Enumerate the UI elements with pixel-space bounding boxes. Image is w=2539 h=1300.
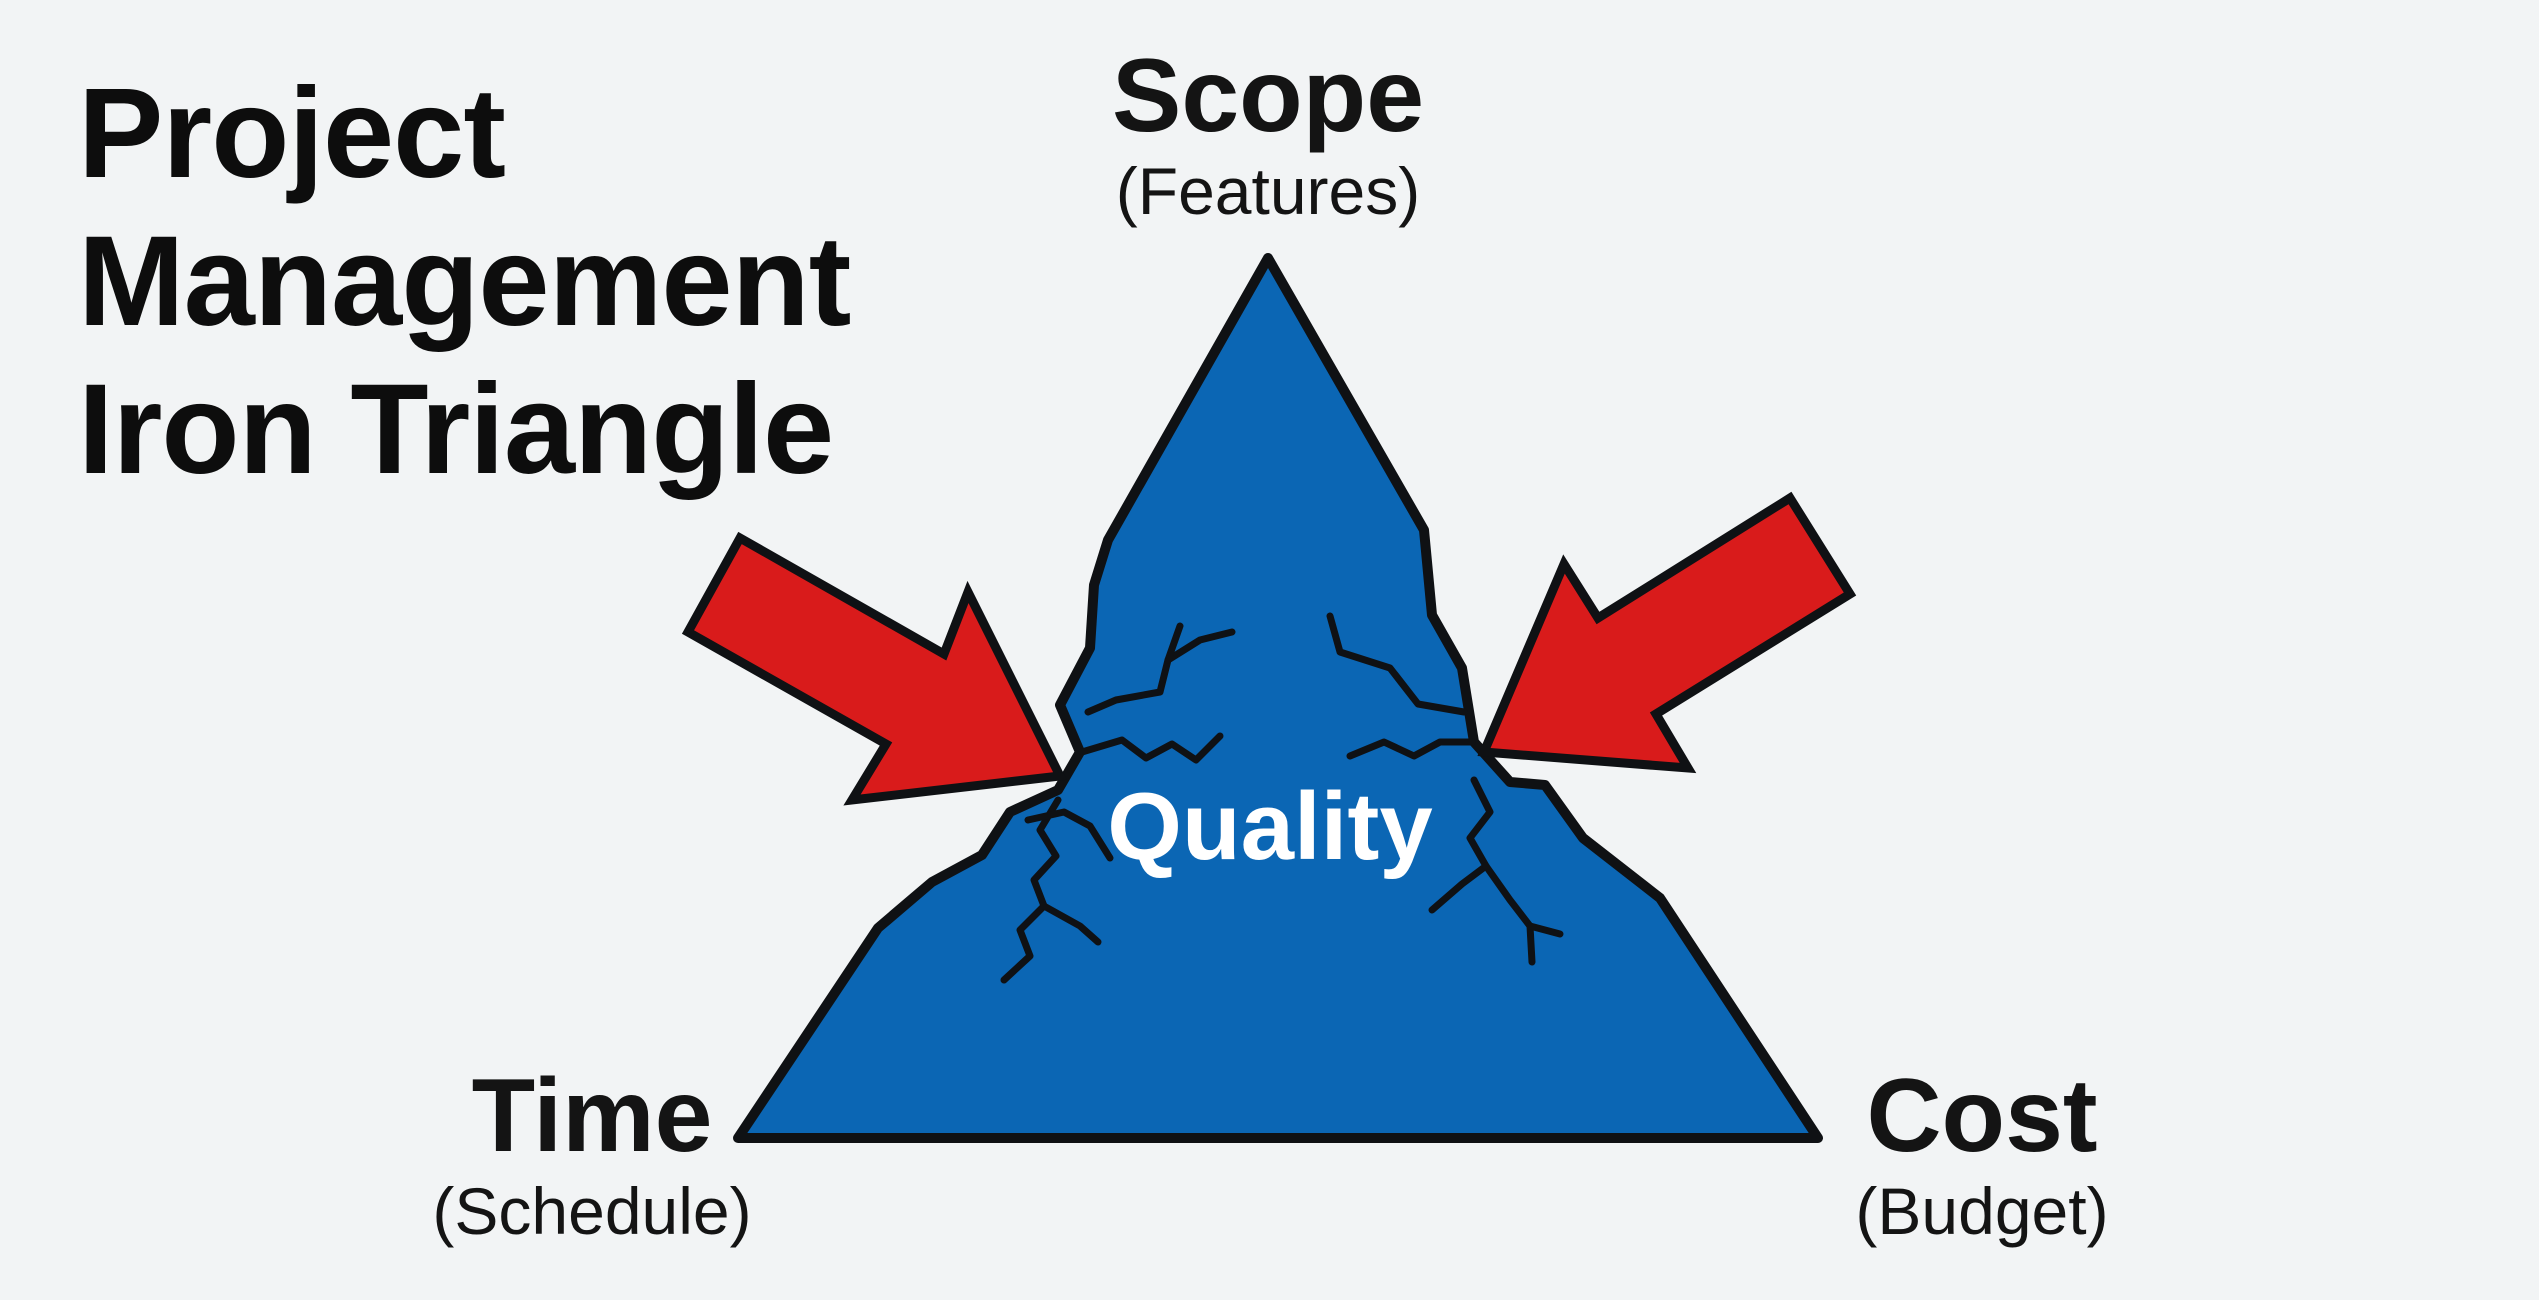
- right-pressure-arrow: [1477, 491, 1857, 774]
- vertex-label-top: Scope (Features): [1112, 40, 1424, 230]
- vertex-bottom-left-label: Time: [471, 1058, 713, 1174]
- vertex-label-bottom-right: Cost (Budget): [1855, 1060, 2108, 1250]
- title-line-1: Project: [78, 62, 506, 205]
- vertex-bottom-right-label: Cost: [1866, 1058, 2098, 1174]
- vertex-label-bottom-left: Time (Schedule): [432, 1060, 751, 1250]
- vertex-top-label: Scope: [1111, 38, 1425, 154]
- diagram-title: Project Management Iron Triangle: [78, 60, 851, 504]
- vertex-top-sublabel: (Features): [1115, 154, 1421, 228]
- left-pressure-arrow: [681, 531, 1067, 806]
- vertex-bottom-left-sublabel: (Schedule): [432, 1174, 752, 1248]
- center-label-quality: Quality: [1107, 773, 1433, 880]
- crack-lines: [1000, 612, 1564, 984]
- vertex-bottom-right-sublabel: (Budget): [1855, 1174, 2109, 1248]
- iron-triangle: [733, 253, 1823, 1143]
- title-line-3: Iron Triangle: [78, 358, 834, 501]
- title-line-2: Management: [78, 210, 851, 353]
